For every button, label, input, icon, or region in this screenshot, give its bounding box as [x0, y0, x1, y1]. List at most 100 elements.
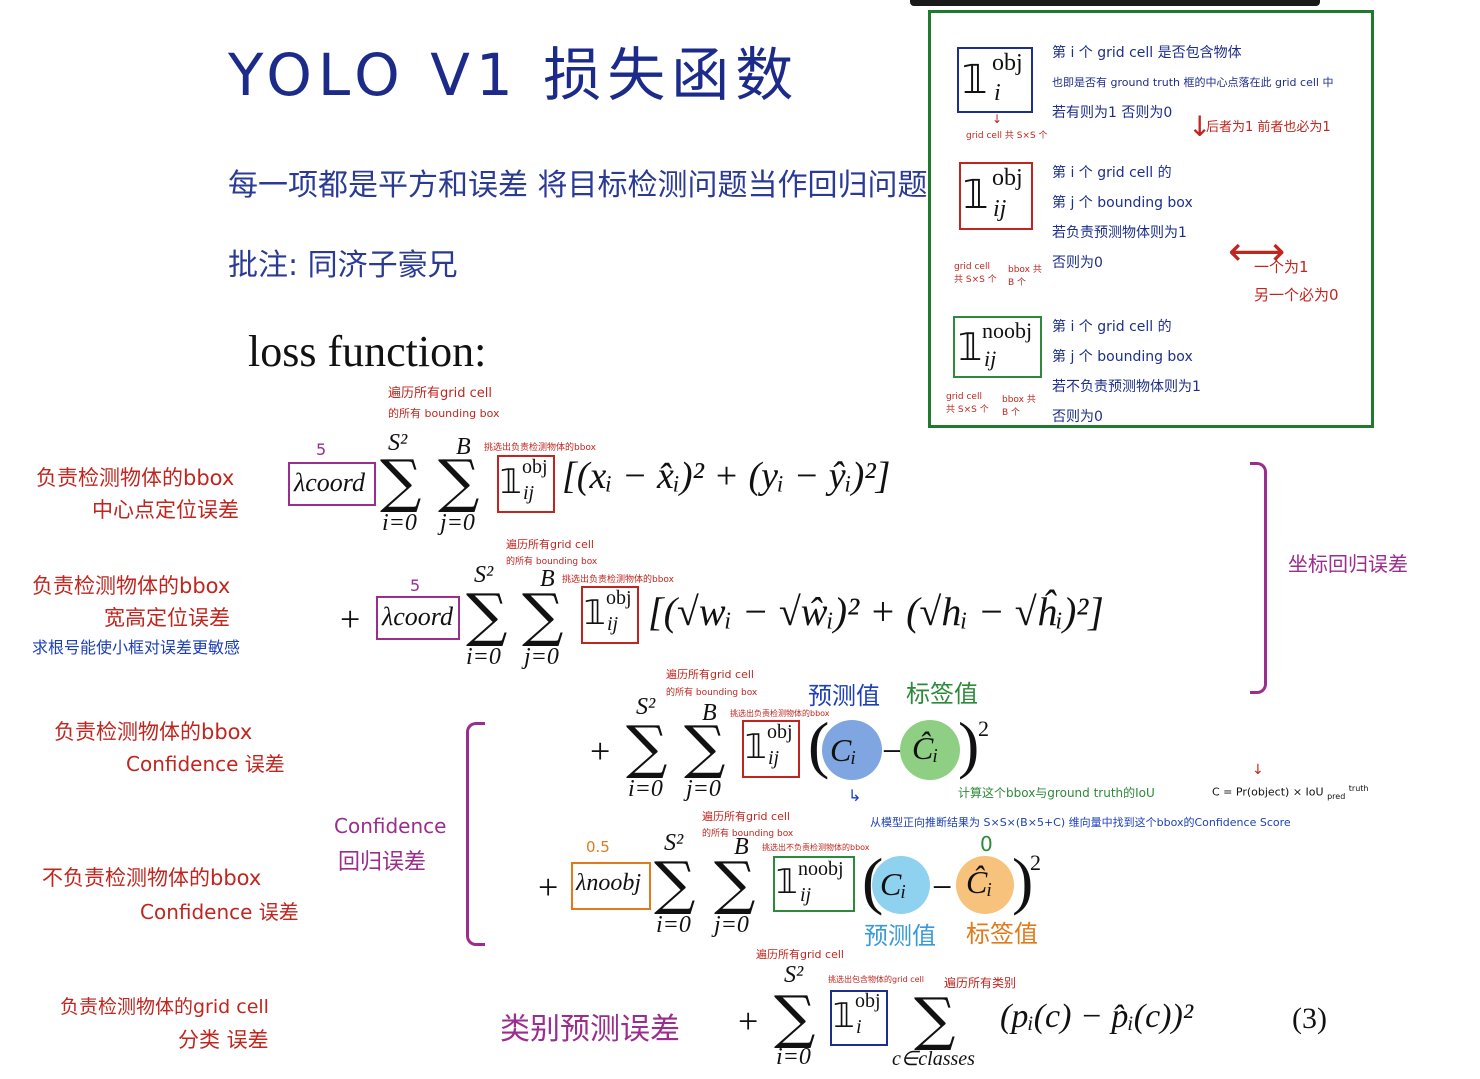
term4-sum1-lower: i=0: [656, 912, 691, 938]
term2-body: [(√wᵢ − √ŵᵢ)² + (√hᵢ − √ĥᵢ)²]: [648, 589, 1104, 634]
term4-plus: +: [538, 867, 559, 907]
term3-left-label-1: 负责检测物体的bbox: [54, 720, 253, 744]
term4-label-label: 标签值: [966, 920, 1038, 948]
term2-lambda-box: [376, 596, 460, 640]
term3-indicator-sup: obj: [767, 721, 793, 743]
term3-note-formula-sup: truth: [1348, 784, 1369, 793]
term1-sum2: ∑: [438, 447, 480, 515]
legend-noobj-ij-line: 第 j 个 bounding box: [1052, 349, 1193, 365]
term5-indicator-symbol: 𝟙: [833, 998, 855, 1035]
term3-minus: −: [882, 731, 903, 771]
term1-lambda-weight: 5: [316, 440, 327, 459]
legend-side-note-2b: 另一个必为0: [1254, 286, 1339, 304]
legend-obj-i-line: 也即是否有 ground truth 框的中心点落在此 grid cell 中: [1052, 76, 1334, 89]
term2-sum1-upper: S²: [474, 562, 494, 588]
term3-indicator-symbol: 𝟙: [745, 729, 767, 766]
legend-noobj-ij-line: 否则为0: [1052, 409, 1103, 425]
term5-sum2: ∑: [914, 985, 956, 1053]
term4-lambda-weight: 0.5: [586, 838, 610, 856]
legend-noobj-ij-sub: ij: [984, 346, 997, 371]
term3-sum1-lower: i=0: [628, 776, 663, 802]
legend-obj-ij-line: 第 j 个 bounding box: [1052, 195, 1193, 211]
term3-top-note-2: 的所有 bounding box: [666, 688, 758, 698]
term3-sum1-upper: S²: [636, 694, 656, 720]
term3-pred-circle: [822, 720, 882, 780]
term3-indicator-sub: ij: [768, 747, 780, 769]
term4-square: 2: [1030, 850, 1041, 875]
term4-pred-circle: [872, 856, 930, 914]
loss-function-heading: loss function:: [248, 327, 487, 376]
term3-plus: +: [590, 731, 611, 771]
term1-left-label-2: 中心点定位误差: [92, 498, 239, 522]
term4-sum2: ∑: [714, 849, 756, 917]
term1-lambda-box: [288, 462, 376, 506]
term3-sum2: ∑: [684, 713, 726, 781]
term5-mid-label: 类别预测误差: [500, 1012, 680, 1047]
term4-indicator-box: [773, 856, 855, 912]
legend-obj-ij-symbol: 𝟙: [963, 172, 989, 217]
confidence-group-bracket: [466, 722, 485, 946]
legend-obj-i-sub: i: [994, 80, 1001, 106]
term2-plus: +: [340, 599, 361, 639]
term4-Ci-hat: Ĉᵢ: [966, 864, 993, 900]
term2-sum1-lower: i=0: [466, 644, 501, 670]
term5-sum2-lower: c∈classes: [892, 1048, 975, 1070]
term5-left-label-1: 负责检测物体的grid cell: [60, 996, 269, 1018]
legend-obj-i-desc: 第 i 个 grid cell 是否包含物体 也即是否有 ground trut…: [1052, 38, 1372, 128]
term4-lambda-box: [571, 862, 651, 910]
page-subtitle: 每一项都是平方和误差 将目标检测问题当作回归问题: [228, 168, 928, 203]
term4-lambda: λnoobj: [576, 870, 642, 896]
term3-note-formula-text: C = Pr(object) × IoU: [1212, 785, 1324, 799]
term2-ind-note: 挑选出负责检测物体的bbox: [562, 575, 674, 585]
term1-lambda: λcoord: [294, 468, 365, 497]
term1-sum1-lower: i=0: [382, 510, 417, 536]
term2-indicator-sub: ij: [607, 613, 619, 635]
term5-sum1-upper: S²: [784, 962, 804, 988]
legend-obj-ij-line: 若负责预测物体则为1: [1052, 225, 1187, 241]
legend-noobj-ij-below-right: bbox 共 B 个: [1002, 395, 1036, 418]
legend-obj-ij-line: 第 i 个 grid cell 的: [1052, 165, 1172, 181]
legend-obj-i-symbol: 𝟙: [962, 57, 988, 102]
term4-indicator-sub: ij: [800, 884, 812, 906]
legend-side-note-2a: 一个为1: [1254, 258, 1309, 276]
term4-sum1-upper: S²: [664, 830, 684, 856]
term3-sum2-lower: j=0: [686, 776, 721, 802]
legend-noobj-ij-box: [953, 316, 1042, 378]
legend-obj-ij-sup: obj: [992, 165, 1023, 191]
term4-left-label-2: Confidence 误差: [140, 900, 299, 924]
legend-obj-i-below: grid cell 共 S×S 个: [966, 131, 1048, 141]
term5-indicator-sup: obj: [855, 990, 881, 1012]
term3-sum2-upper: B: [702, 700, 717, 726]
term1-sum1: ∑: [380, 447, 422, 515]
term2-indicator-sup: obj: [606, 587, 632, 609]
term2-lambda-weight: 5: [410, 576, 421, 595]
term4-sum1: ∑: [654, 849, 696, 917]
term4-sum2-lower: j=0: [714, 912, 749, 938]
term2-left-label-1: 负责检测物体的bbox: [32, 574, 231, 598]
term3-close-paren: ): [958, 709, 980, 780]
term2-top-note-1: 遍历所有grid cell: [506, 538, 594, 551]
term1-sum1-upper: S²: [388, 430, 408, 456]
legend-obj-ij-desc: 第 i 个 grid cell 的 第 j 个 bounding box 若负责…: [1052, 158, 1193, 278]
legend-noobj-ij-line: 若不负责预测物体则为1: [1052, 379, 1201, 395]
term3-note-formula: C = Pr(object) × IoU pred truth: [1212, 784, 1368, 801]
term5-ind-note: 挑选出包含物体的grid cell: [828, 975, 924, 984]
confidence-group-label-2: 回归误差: [338, 850, 427, 875]
term3-note-forward: 从模型正向推断结果为 S×S×(B×5+C) 维向量中找到这个bbox的Conf…: [870, 816, 1291, 829]
term5-left-label-2: 分类 误差: [178, 1028, 269, 1052]
term3-square: 2: [978, 716, 989, 741]
term4-top-note-1: 遍历所有grid cell: [702, 810, 790, 823]
legend-obj-ij-below-left: grid cell 共 S×S 个: [954, 262, 997, 285]
term5-body: (pᵢ(c) − p̂ᵢ(c))²: [1000, 998, 1194, 1035]
term4-label-zero: 0: [980, 832, 993, 856]
legend-noobj-ij-sup: noobj: [982, 318, 1033, 343]
page-title: YOLO V1 损失函数: [228, 41, 800, 109]
term4-left-label-1: 不负责检测物体的bbox: [42, 866, 262, 890]
term1-indicator-box: [497, 455, 555, 513]
term2-top-note-2: 的所有 bounding box: [506, 557, 598, 567]
confidence-group-label-1: Confidence: [334, 814, 447, 838]
term1-body: [(xᵢ − x̂ᵢ)² + (yᵢ − ŷᵢ)²]: [562, 455, 891, 497]
term5-plus: +: [738, 1001, 759, 1041]
term3-indicator-box: [742, 720, 800, 778]
legend-noobj-ij-below-left: grid cell 共 S×S 个: [946, 392, 989, 415]
